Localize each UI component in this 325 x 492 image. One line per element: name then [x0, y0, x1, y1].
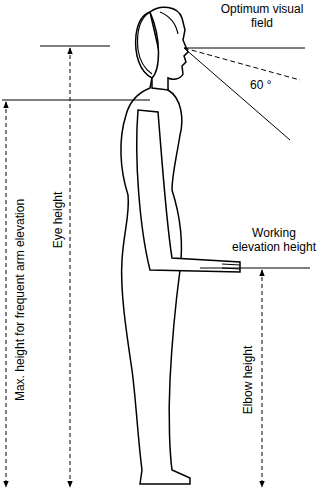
hair — [138, 12, 179, 74]
dimension-arrow — [6, 102, 7, 487]
dimension-arrow — [262, 270, 263, 487]
dimension-label: Working elevation height — [230, 226, 318, 254]
reference-line — [2, 100, 150, 101]
dimension-arrow — [70, 48, 71, 487]
dimension-label: Max. height for frequent arm elevation — [13, 199, 27, 401]
dimension-label: Eye height — [51, 192, 65, 249]
heading-label: Optimum visual field — [212, 2, 312, 30]
visual-field-limit — [184, 48, 290, 140]
dimension-label: Elbow height — [241, 346, 255, 415]
reference-line — [200, 268, 310, 269]
reference-line — [40, 46, 110, 47]
face-profile — [150, 7, 188, 90]
normal-sightline — [184, 48, 300, 80]
arm — [137, 110, 240, 272]
angle-label: 60 ° — [250, 78, 271, 92]
horizontal-sightline — [184, 48, 305, 49]
